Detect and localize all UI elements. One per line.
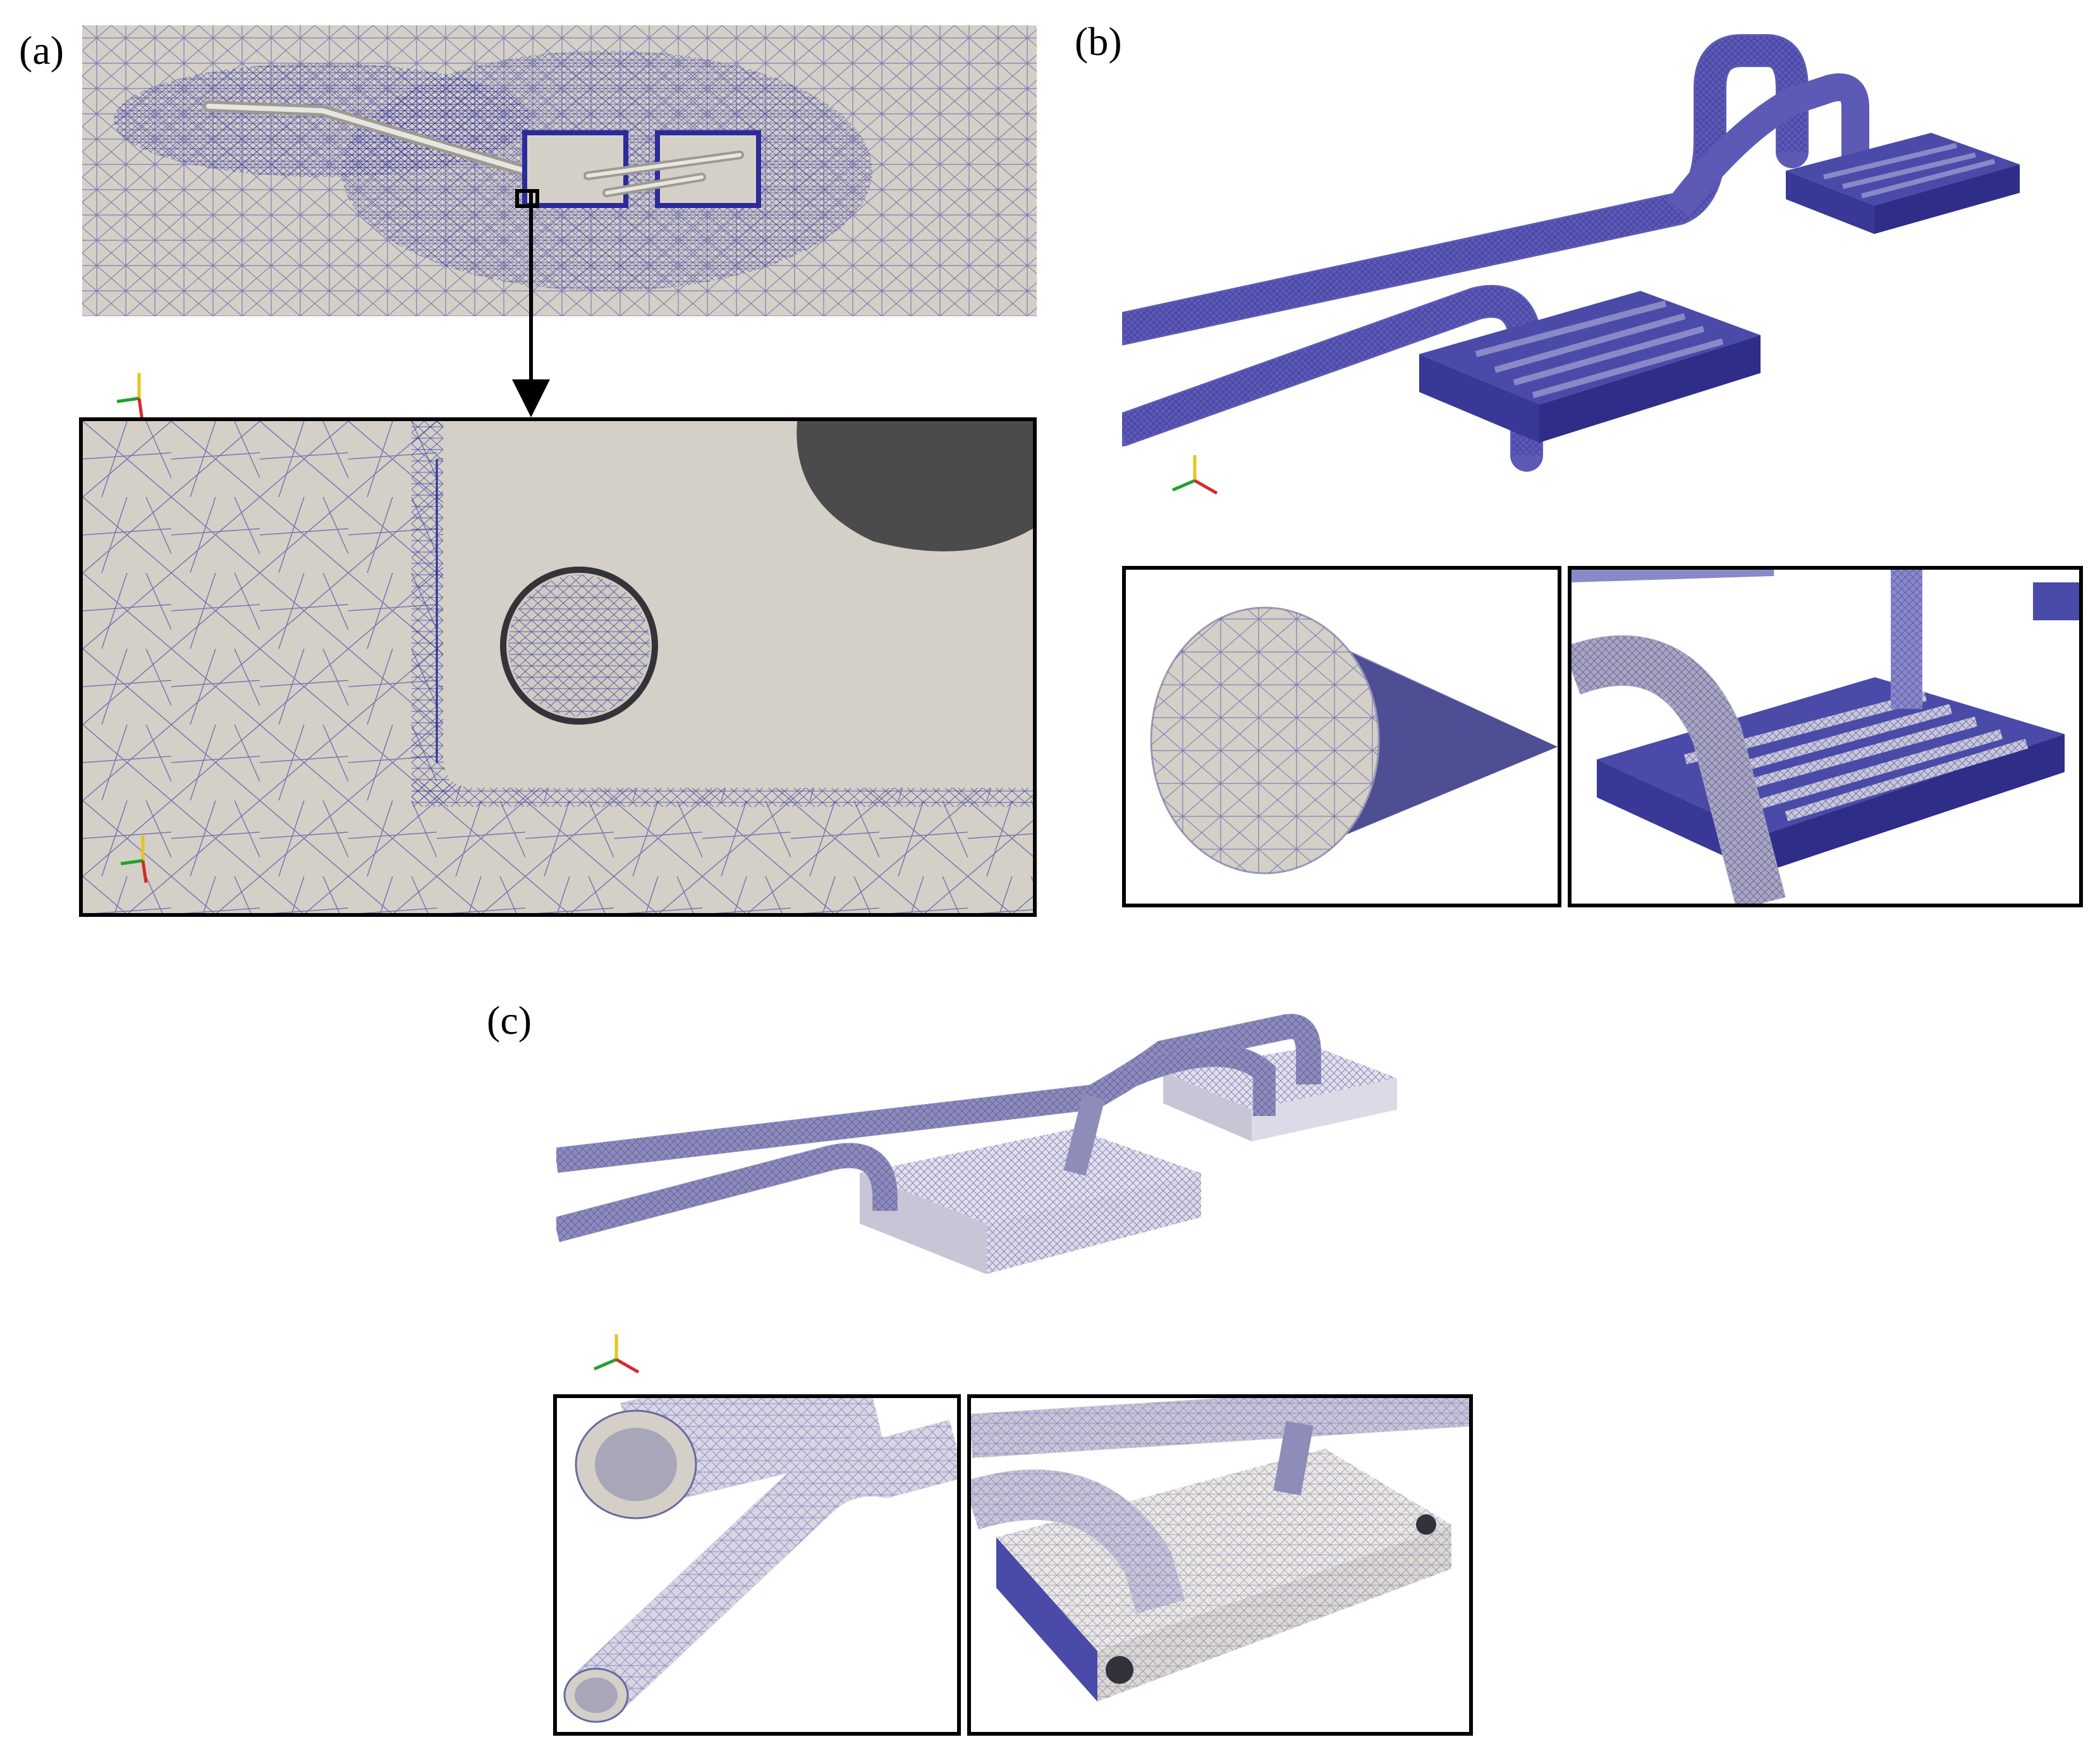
panel-a-tube-end (797, 421, 1033, 551)
axes-triad-icon (1160, 446, 1230, 515)
axes-triad-icon (108, 826, 178, 895)
panel-b-inset-tube-section (1122, 566, 1561, 907)
panel-c-inset-hollow-tubes (553, 1394, 961, 1736)
panel-c-inset-plate (967, 1394, 1473, 1736)
panel-c-3d-view (556, 1009, 1454, 1337)
panel-a-zoom-view (79, 417, 1037, 917)
panel-label-c: (c) (487, 998, 532, 1043)
panel-a-domain-mesh (82, 25, 1037, 316)
panel-a-plate-right (655, 130, 761, 208)
panel-b-inset-plate (1568, 566, 2083, 907)
arrow-down-icon (509, 193, 553, 420)
axes-triad-icon (582, 1325, 651, 1394)
panel-b-3d-view (1122, 25, 2083, 506)
panel-label-a: (a) (19, 28, 64, 73)
axes-triad-icon (104, 364, 174, 433)
panel-label-b: (b) (1075, 19, 1122, 64)
panel-a-zoom-marker (515, 189, 539, 208)
